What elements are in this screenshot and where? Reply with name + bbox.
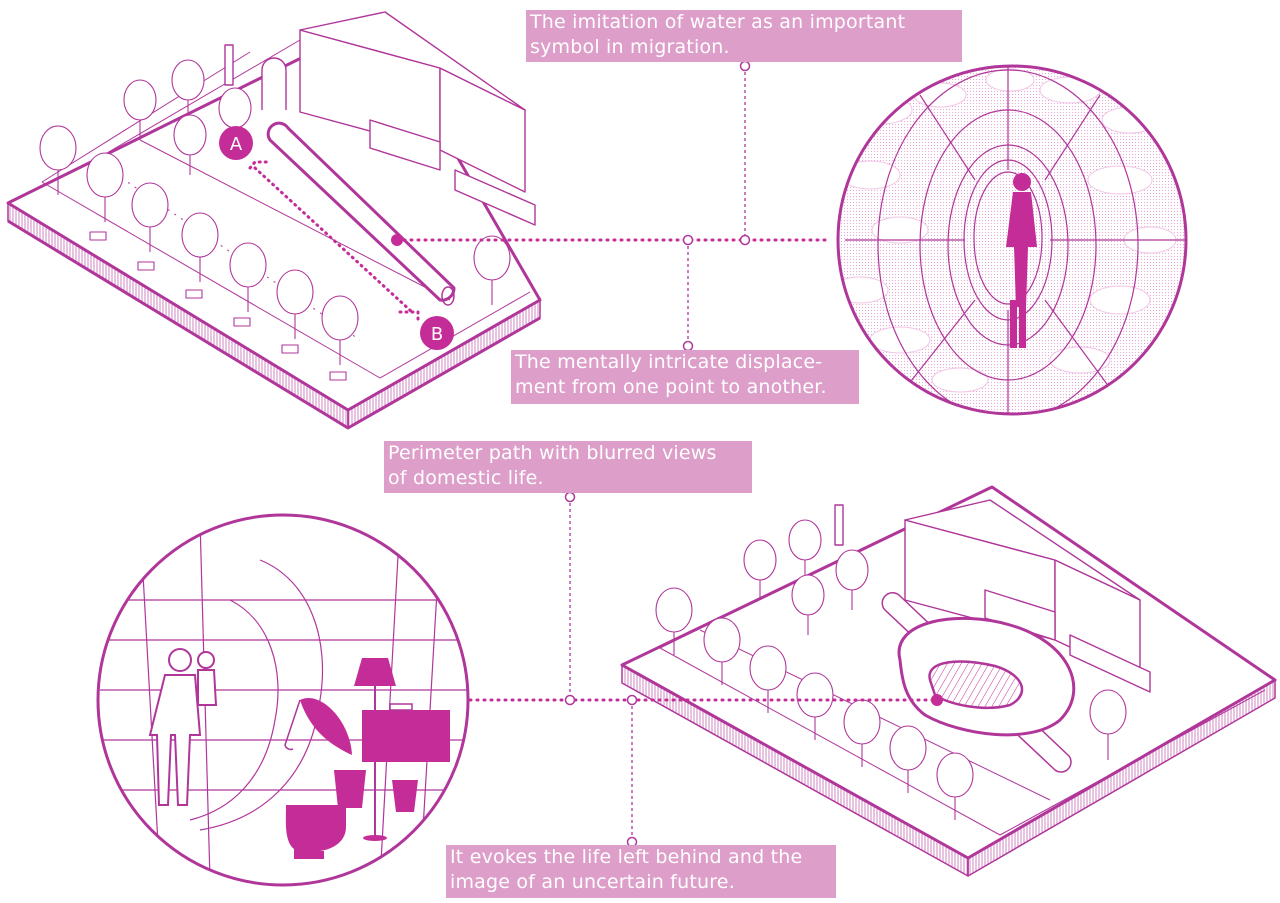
adult-carrying-child-figure [148, 648, 218, 806]
suitcase-icon [362, 703, 450, 762]
bottom-ring-anchor-dot [931, 694, 943, 706]
top-tube [266, 121, 456, 306]
label-displacement-line-1: The mentally intricate displace- [515, 351, 823, 373]
label-water-line-1: The imitation of water as an important [530, 11, 906, 33]
top-site-paths [41, 39, 531, 379]
bucket-icon [392, 780, 418, 812]
marker-a: A [219, 126, 253, 160]
label-life-left-behind: It evokes the life left behind and the i… [446, 845, 836, 898]
tunnel-rings [845, 66, 1185, 414]
top-leader-verticals [687, 66, 746, 346]
label-perimeter-path: Perimeter path with blurred views of dom… [384, 441, 752, 493]
label-displacement-line-2: ment from one point to another. [515, 376, 827, 398]
label-displacement: The mentally intricate displace- ment fr… [511, 350, 859, 404]
bottom-site-axonometric [620, 485, 1277, 877]
top-tube-anchor-dot [391, 234, 403, 246]
top-site-axonometric [6, 11, 542, 430]
marker-b-letter: B [431, 324, 443, 345]
umbrella-icon [284, 698, 352, 755]
top-site-trees [39, 59, 511, 365]
bottom-site-building [834, 499, 1151, 693]
top-leader-nodes [682, 60, 751, 352]
bottom-site-slab [620, 485, 1277, 877]
standing-woman-figure [1006, 173, 1037, 348]
marker-a-letter: A [230, 134, 243, 155]
a-to-b-path [248, 160, 420, 324]
label-water-line-2: symbol in migration. [530, 36, 730, 58]
bottom-leader-verticals [569, 497, 633, 842]
label-evokes-line-1: It evokes the life left behind and the [450, 846, 803, 868]
label-water-symbol: The imitation of water as an important s… [526, 10, 962, 62]
bottom-site-trees [655, 519, 1127, 820]
label-perimeter-line-2: of domestic life. [388, 467, 544, 489]
water-pattern [838, 68, 1177, 393]
label-evokes-line-2: image of an uncertain future. [450, 871, 735, 893]
top-circle-view [836, 64, 1188, 416]
top-site-building [224, 11, 536, 226]
label-perimeter-line-1: Perimeter path with blurred views [388, 442, 717, 464]
top-site-planters [89, 231, 347, 381]
toilet-icon [285, 805, 346, 859]
bottom-circle-view [96, 513, 470, 887]
box-icon [334, 770, 366, 808]
perimeter-ring [897, 616, 1076, 737]
bottom-leader-nodes [564, 491, 638, 848]
marker-b: B [420, 316, 454, 350]
